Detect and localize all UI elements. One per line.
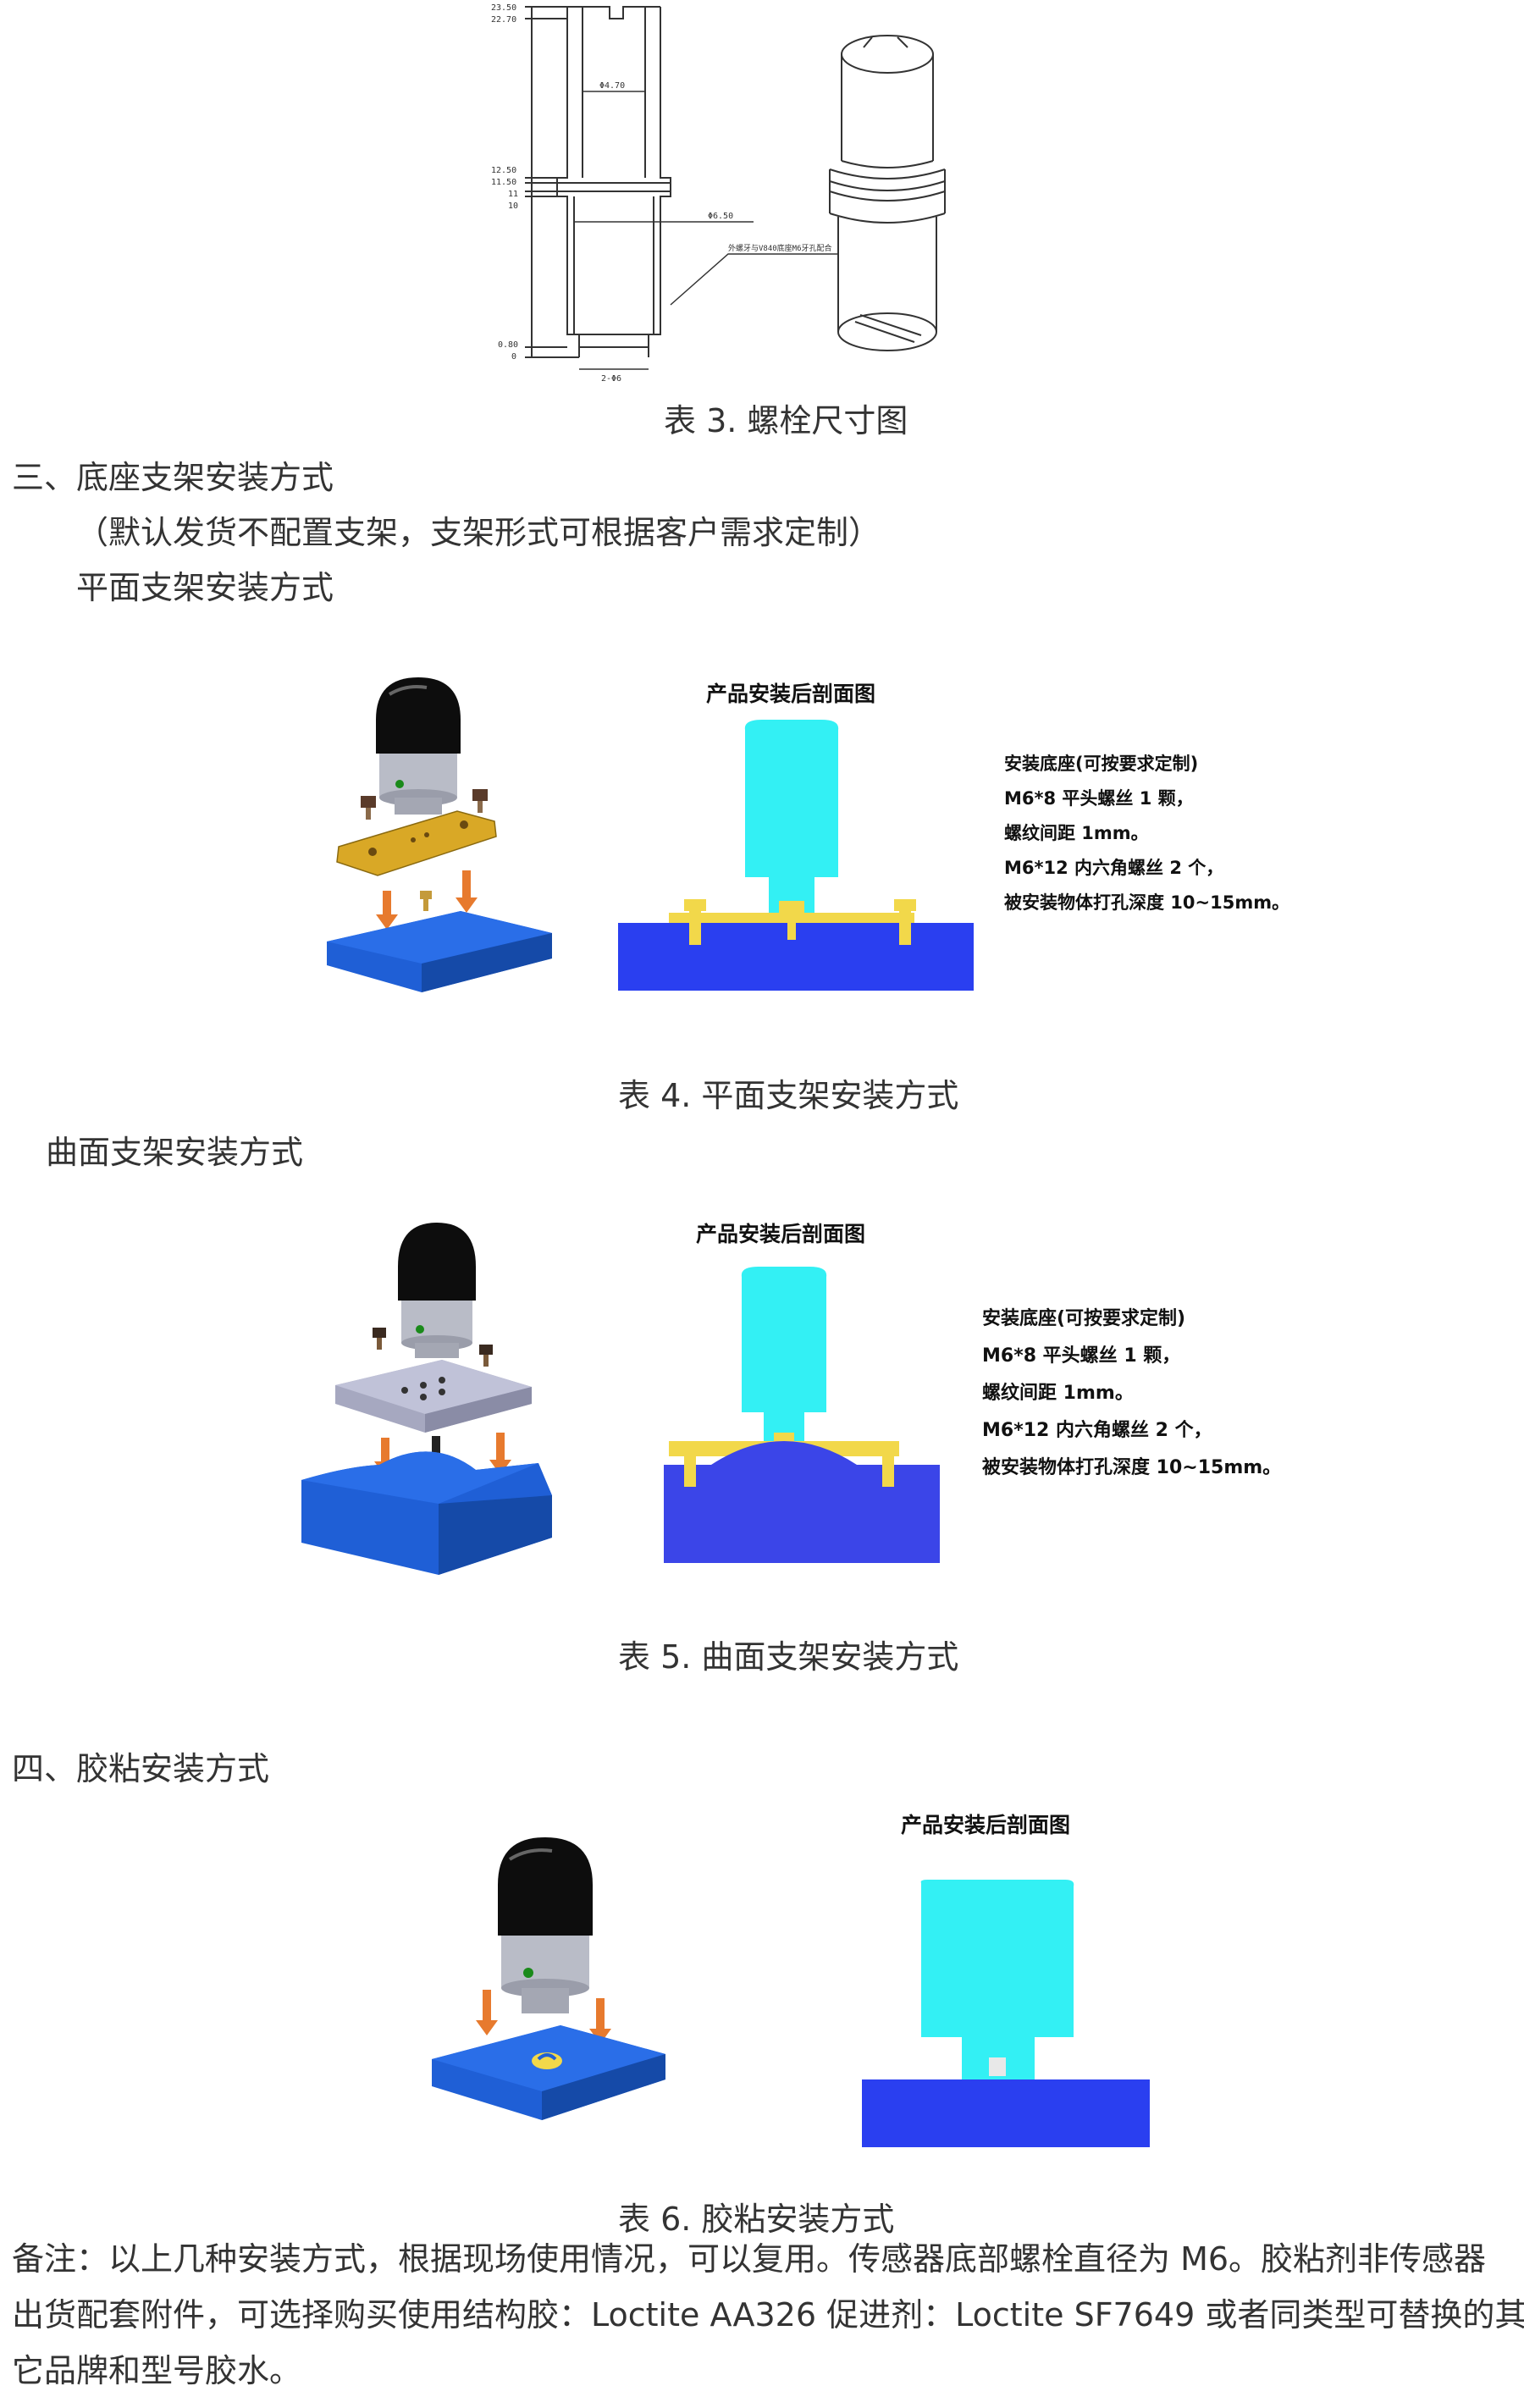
dim-0: 0 bbox=[511, 352, 516, 362]
flat-bracket-title: 平面支架安装方式 bbox=[76, 569, 334, 606]
figure-4-section-title: 产品安装后剖面图 bbox=[706, 682, 876, 706]
remark-line-2: 出货配套附件，可选择购买使用结构胶：Loctite AA326 促进剂：Loct… bbox=[12, 2296, 1524, 2333]
adhesive-exploded-view bbox=[432, 1837, 665, 2120]
flat-bracket-exploded-view bbox=[327, 677, 552, 992]
figure-6-caption: 表 6. 胶粘安装方式 bbox=[618, 2201, 895, 2238]
figure-5-note-5: 被安装物体打孔深度 10~15mm。 bbox=[982, 1457, 1282, 1478]
bolt-dimension-drawing: 23.50 22.70 12.50 11.50 11 10 0.80 0 Φ4.… bbox=[491, 3, 946, 384]
flat-bracket-cross-section bbox=[618, 720, 974, 991]
curved-bracket-exploded-view bbox=[301, 1223, 552, 1575]
curved-bracket-title: 曲面支架安装方式 bbox=[46, 1134, 304, 1171]
figure-5-section-title: 产品安装后剖面图 bbox=[696, 1222, 866, 1246]
section-3-heading: 三、底座支架安装方式 bbox=[12, 459, 334, 496]
remark-line-1: 备注：以上几种安装方式，根据现场使用情况，可以复用。传感器底部螺栓直径为 M6。… bbox=[12, 2240, 1487, 2278]
figure-4-note-1: 安装底座(可按要求定制) bbox=[1004, 754, 1199, 774]
dim-bottom: 2-Φ6 bbox=[601, 374, 621, 384]
figure-5-note-1: 安装底座(可按要求定制) bbox=[982, 1308, 1186, 1329]
section-4-heading: 四、胶粘安装方式 bbox=[12, 1750, 270, 1787]
figure-4-note-2: M6*8 平头螺丝 1 颗， bbox=[1004, 788, 1194, 809]
curved-bracket-cross-section bbox=[664, 1267, 940, 1563]
figure-4-note-5: 被安装物体打孔深度 10~15mm。 bbox=[1004, 892, 1290, 913]
dim-22-70: 22.70 bbox=[491, 15, 516, 25]
figure-4-note-3: 螺纹间距 1mm。 bbox=[1004, 823, 1149, 843]
figure-4-note-4: M6*12 内六角螺丝 2 个， bbox=[1004, 858, 1224, 878]
figure-6-section-title: 产品安装后剖面图 bbox=[901, 1813, 1071, 1837]
figure-4-notes: 安装底座(可按要求定制) M6*8 平头螺丝 1 颗， 螺纹间距 1mm。 M6… bbox=[1004, 747, 1289, 920]
dim-10: 10 bbox=[508, 202, 518, 211]
section-3-note: （默认发货不配置支架，支架形式可根据客户需求定制） bbox=[76, 514, 881, 551]
figure-5-note-2: M6*8 平头螺丝 1 颗， bbox=[982, 1345, 1181, 1367]
figure-5-note-3: 螺纹间距 1mm。 bbox=[982, 1383, 1134, 1404]
remark-paragraph: 备注：以上几种安装方式，根据现场使用情况，可以复用。传感器底部螺栓直径为 M6。… bbox=[12, 2231, 1524, 2399]
dim-phi-6-50: Φ6.50 bbox=[708, 212, 733, 221]
figure-5-caption: 表 5. 曲面支架安装方式 bbox=[618, 1638, 959, 1676]
figure-4-caption: 表 4. 平面支架安装方式 bbox=[618, 1077, 959, 1114]
figure-5-note-4: M6*12 内六角螺丝 2 个， bbox=[982, 1420, 1212, 1441]
dim-thread-note: 外螺牙与V840底座M6牙孔配合 bbox=[728, 243, 832, 253]
dim-23-50: 23.50 bbox=[491, 3, 516, 13]
bolt-3d-sketch bbox=[829, 35, 946, 351]
dim-phi-4-70: Φ4.70 bbox=[599, 81, 625, 91]
figure-3-caption: 表 3. 螺栓尺寸图 bbox=[664, 402, 908, 439]
dim-12-50: 12.50 bbox=[491, 166, 516, 175]
adhesive-cross-section bbox=[862, 1880, 1150, 2147]
dim-11: 11 bbox=[508, 190, 518, 199]
figure-5-notes: 安装底座(可按要求定制) M6*8 平头螺丝 1 颗， 螺纹间距 1mm。 M6… bbox=[982, 1301, 1281, 1487]
dim-0-80: 0.80 bbox=[498, 340, 518, 350]
remark-line-3: 它品牌和型号胶水。 bbox=[12, 2352, 302, 2389]
dim-11-50: 11.50 bbox=[491, 178, 516, 187]
